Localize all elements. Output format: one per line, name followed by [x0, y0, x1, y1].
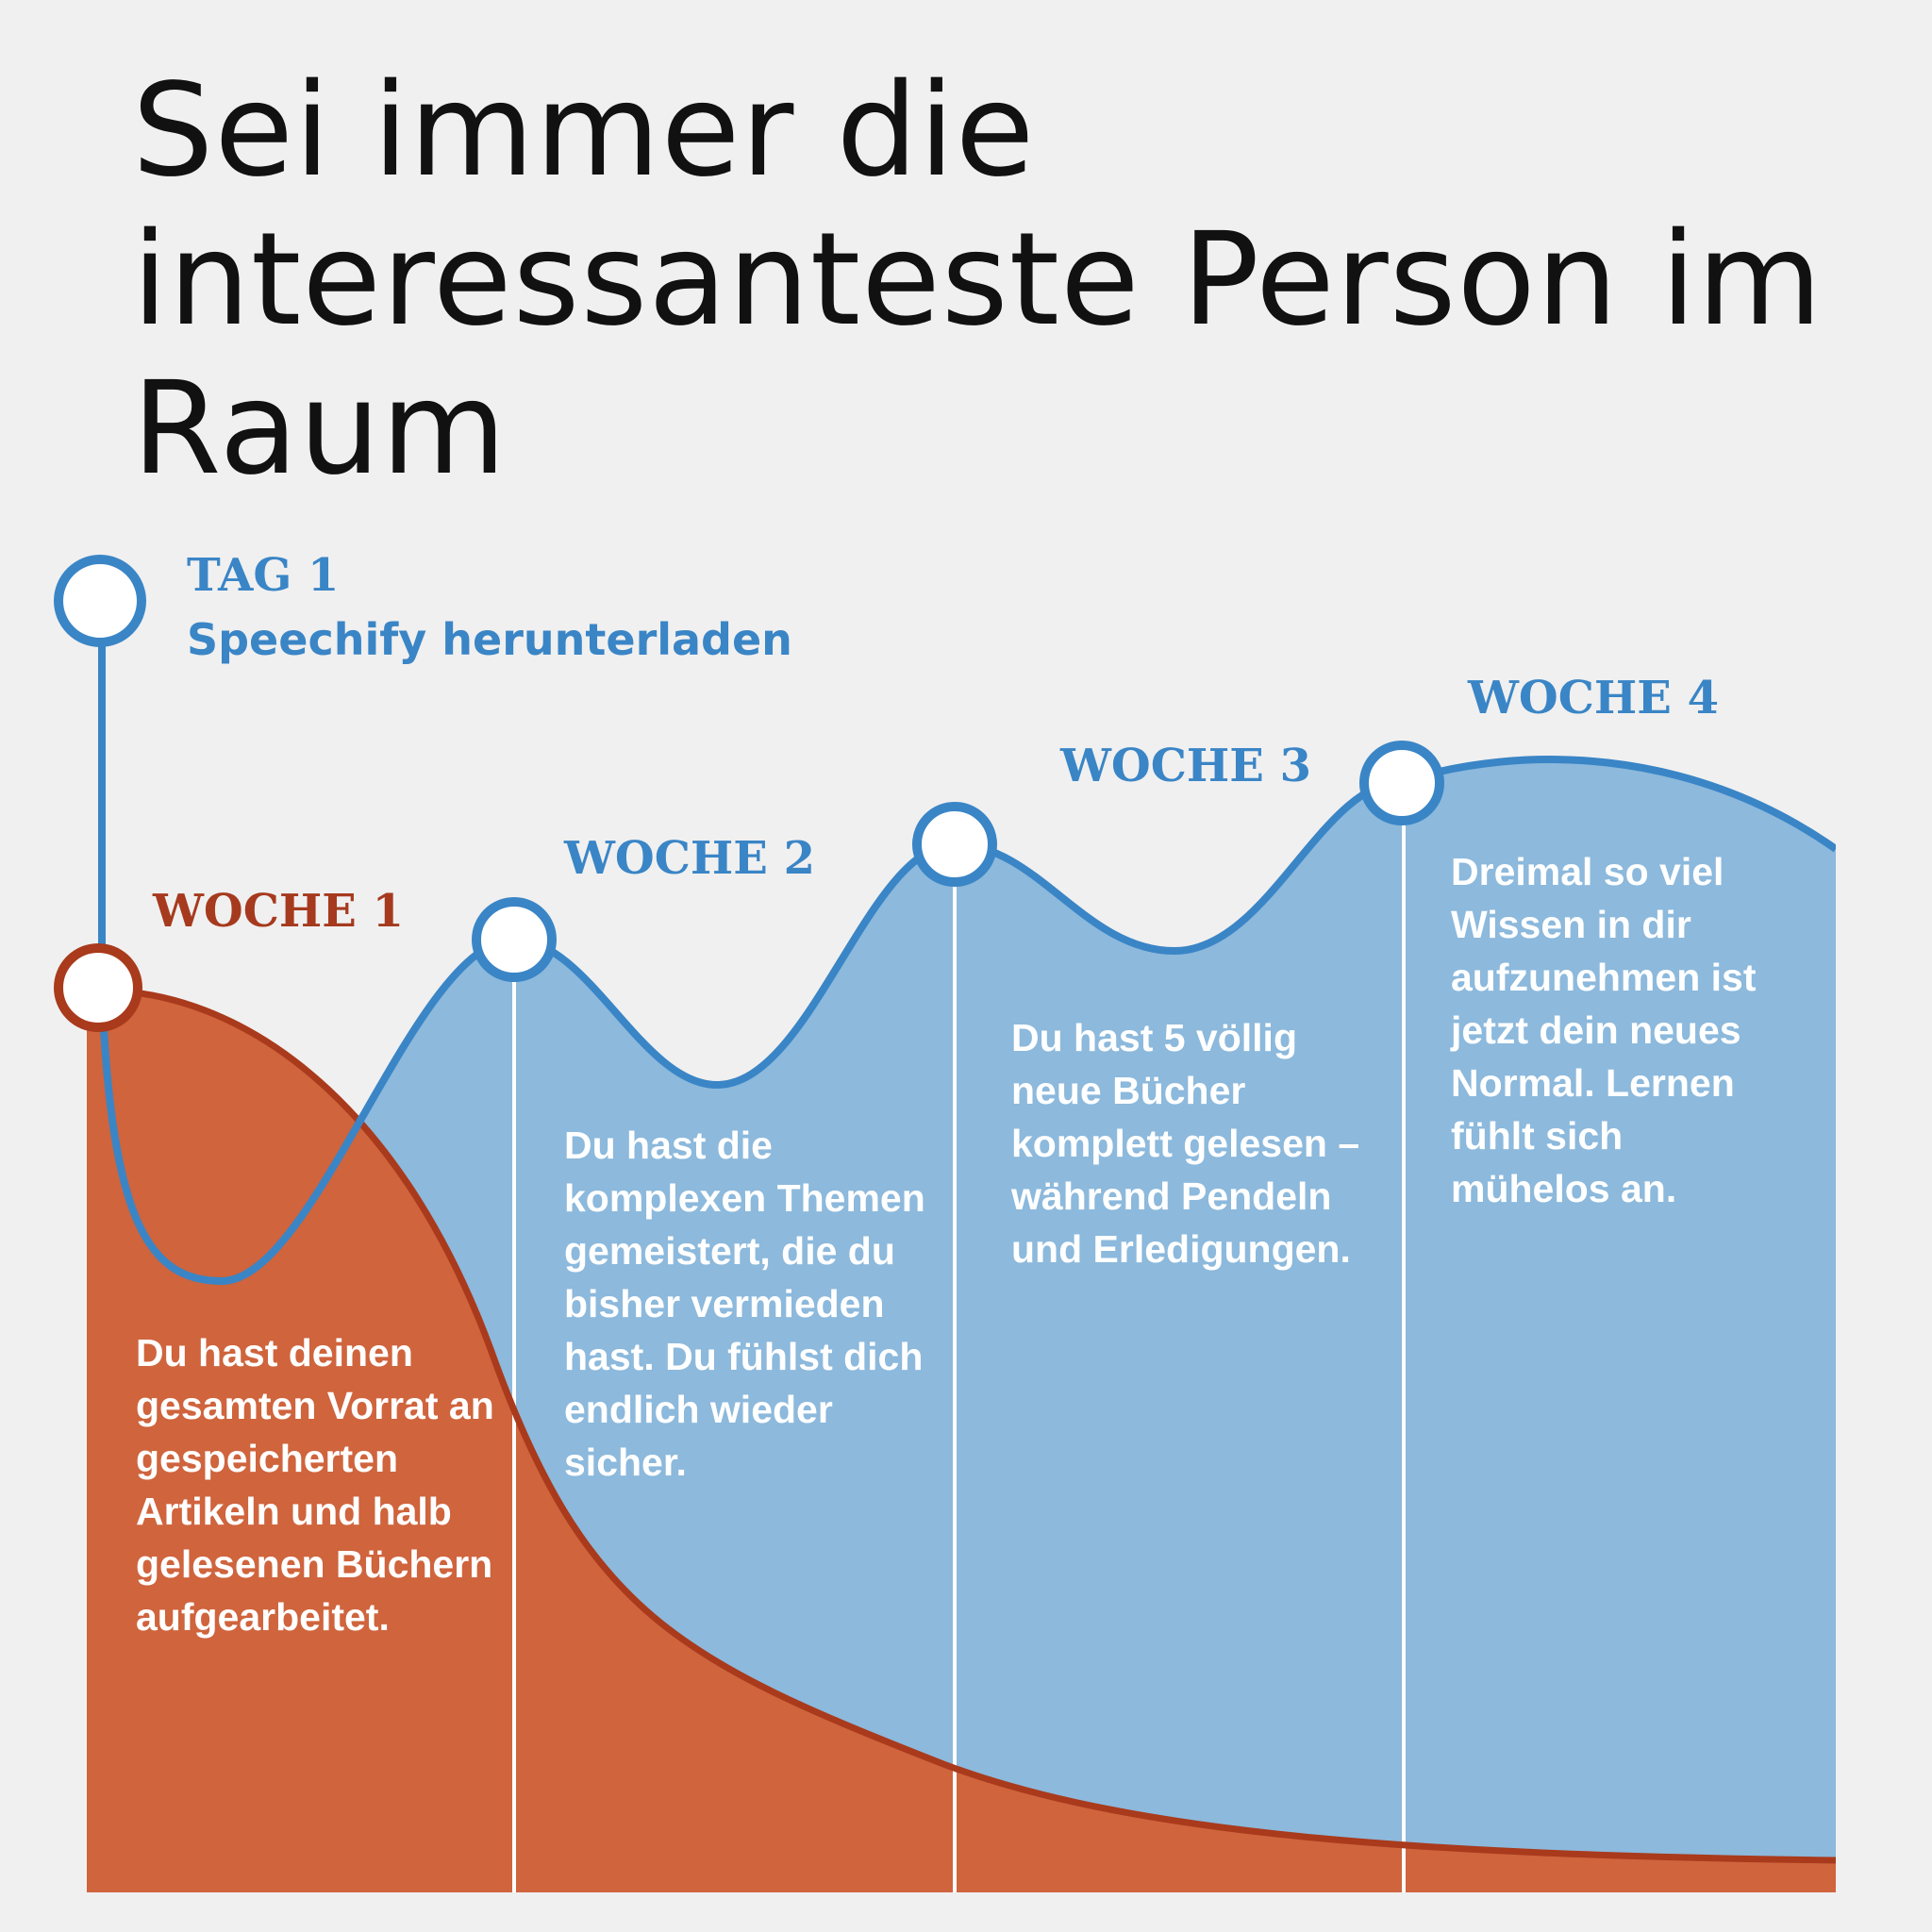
woche4-dot: [1359, 741, 1444, 825]
woche3-dot: [912, 802, 997, 887]
tag1-subtitle: Speechify herunterladen: [187, 614, 792, 665]
woche4-title: WOCHE 4: [1468, 672, 1719, 724]
woche3-title: WOCHE 3: [1060, 740, 1311, 792]
headline: Sei immer die interessanteste Person im …: [132, 57, 1824, 504]
woche1-title: WOCHE 1: [153, 885, 404, 938]
woche4-body: Dreimal so viel Wissen in dir aufzunehme…: [1451, 850, 1757, 1210]
woche1-dot: [54, 943, 142, 1032]
tag1-dot: [54, 555, 146, 647]
woche3-body: Du hast 5 völlig neue Bücher komplett ge…: [1011, 1016, 1360, 1271]
tag1-title: TAG 1: [187, 549, 340, 602]
red-area: [87, 991, 1836, 1892]
red-curve-line: [101, 987, 1836, 1864]
woche2-title: WOCHE 2: [564, 832, 815, 885]
woche2-dot: [472, 897, 557, 982]
woche1-body: Du hast deinen gesamten Vorrat an gespei…: [136, 1331, 494, 1639]
woche2-body: Du hast die komplexen Themen gemeistert,…: [564, 1124, 925, 1484]
